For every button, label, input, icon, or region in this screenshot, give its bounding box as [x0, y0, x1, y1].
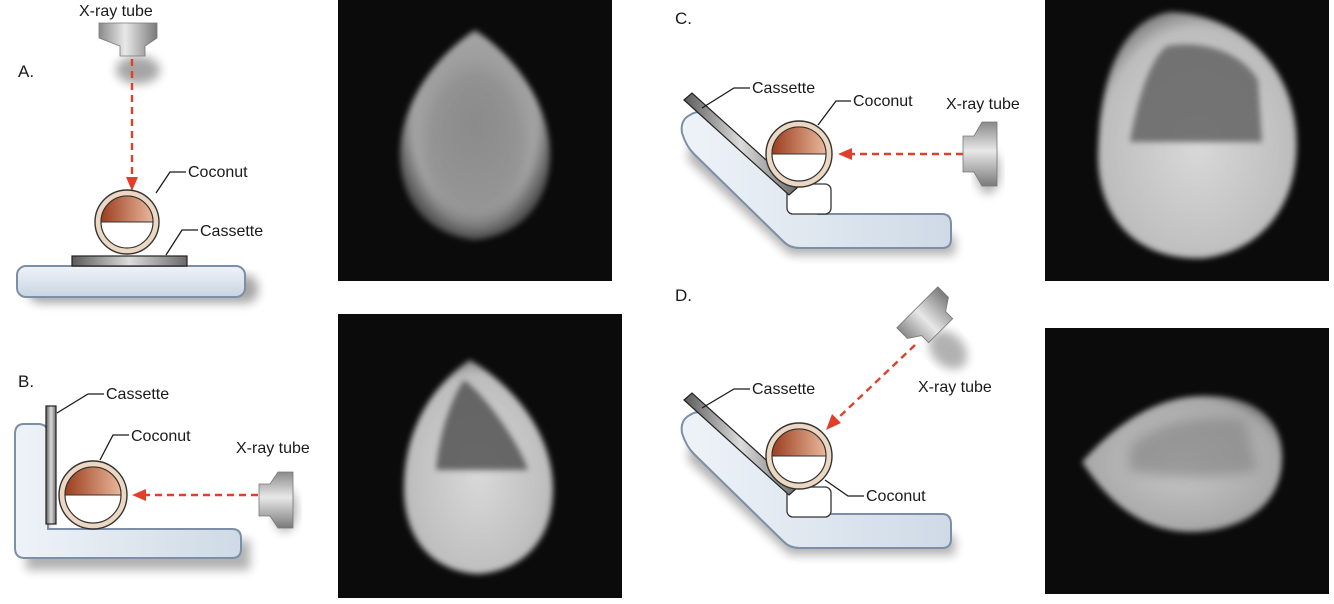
- radiograph-d-image: [1045, 328, 1329, 594]
- cassette: [46, 406, 56, 524]
- xray-tube-icon: [259, 472, 297, 532]
- xray-tube-icon: [897, 287, 975, 377]
- radiograph-a-image: [338, 0, 612, 281]
- cassette-leader: [702, 389, 750, 408]
- xray-beam: [836, 345, 915, 420]
- panel-d-letter: D.: [675, 286, 692, 305]
- panel-a-tube-label: X-ray tube: [79, 3, 153, 20]
- panel-b-diagram: B. X-ray tube Cassette Coconut: [15, 372, 310, 570]
- radiograph-c-image: [1045, 0, 1329, 281]
- panel-c-tube-label: X-ray tube: [946, 96, 1020, 113]
- cassette-leader: [166, 230, 198, 255]
- coconut-leader: [100, 435, 129, 460]
- cassette-leader: [702, 88, 750, 108]
- coconut-icon: [59, 461, 127, 529]
- beam-arrowhead-icon: [126, 177, 138, 191]
- panel-c-letter: C.: [675, 9, 692, 28]
- xray-tube-icon: [963, 122, 1000, 194]
- cassette-leader: [57, 394, 104, 413]
- coconut-icon: [766, 423, 832, 489]
- panel-a-coconut-label: Coconut: [188, 164, 248, 181]
- coconut-icon: [766, 121, 832, 187]
- panel-b-tube-label: X-ray tube: [236, 440, 310, 457]
- panel-c-diagram: C. X-ray tube Cassette Coconut: [675, 9, 1020, 255]
- panel-b-cassette-label: Cassette: [106, 386, 169, 403]
- panel-b-letter: B.: [18, 372, 34, 391]
- panel-d-coconut-label: Coconut: [866, 488, 926, 505]
- coconut-leader: [156, 172, 186, 193]
- panel-c-coconut-label: Coconut: [853, 93, 913, 110]
- coconut-icon: [95, 190, 159, 254]
- beam-arrowhead-icon: [132, 489, 146, 501]
- cassette: [72, 256, 187, 266]
- table: [17, 266, 258, 303]
- panel-a-letter: A.: [18, 62, 34, 81]
- panel-d-diagram: D. X-ray tube Cassette Coconut: [675, 286, 992, 555]
- panel-a-cassette-label: Cassette: [200, 223, 263, 240]
- xray-tube-icon: [99, 23, 160, 84]
- panel-c-cassette-label: Cassette: [752, 80, 815, 97]
- coconut-leader: [818, 101, 851, 125]
- beam-arrowhead-icon: [826, 414, 841, 430]
- panel-d-cassette-label: Cassette: [752, 381, 815, 398]
- beam-arrowhead-icon: [838, 148, 852, 160]
- panel-d-tube-label: X-ray tube: [918, 379, 992, 396]
- panel-a-diagram: A. X-ray tube Coconut Cassette: [17, 3, 263, 303]
- panel-b-coconut-label: Coconut: [131, 428, 191, 445]
- radiograph-b-image: [338, 314, 622, 598]
